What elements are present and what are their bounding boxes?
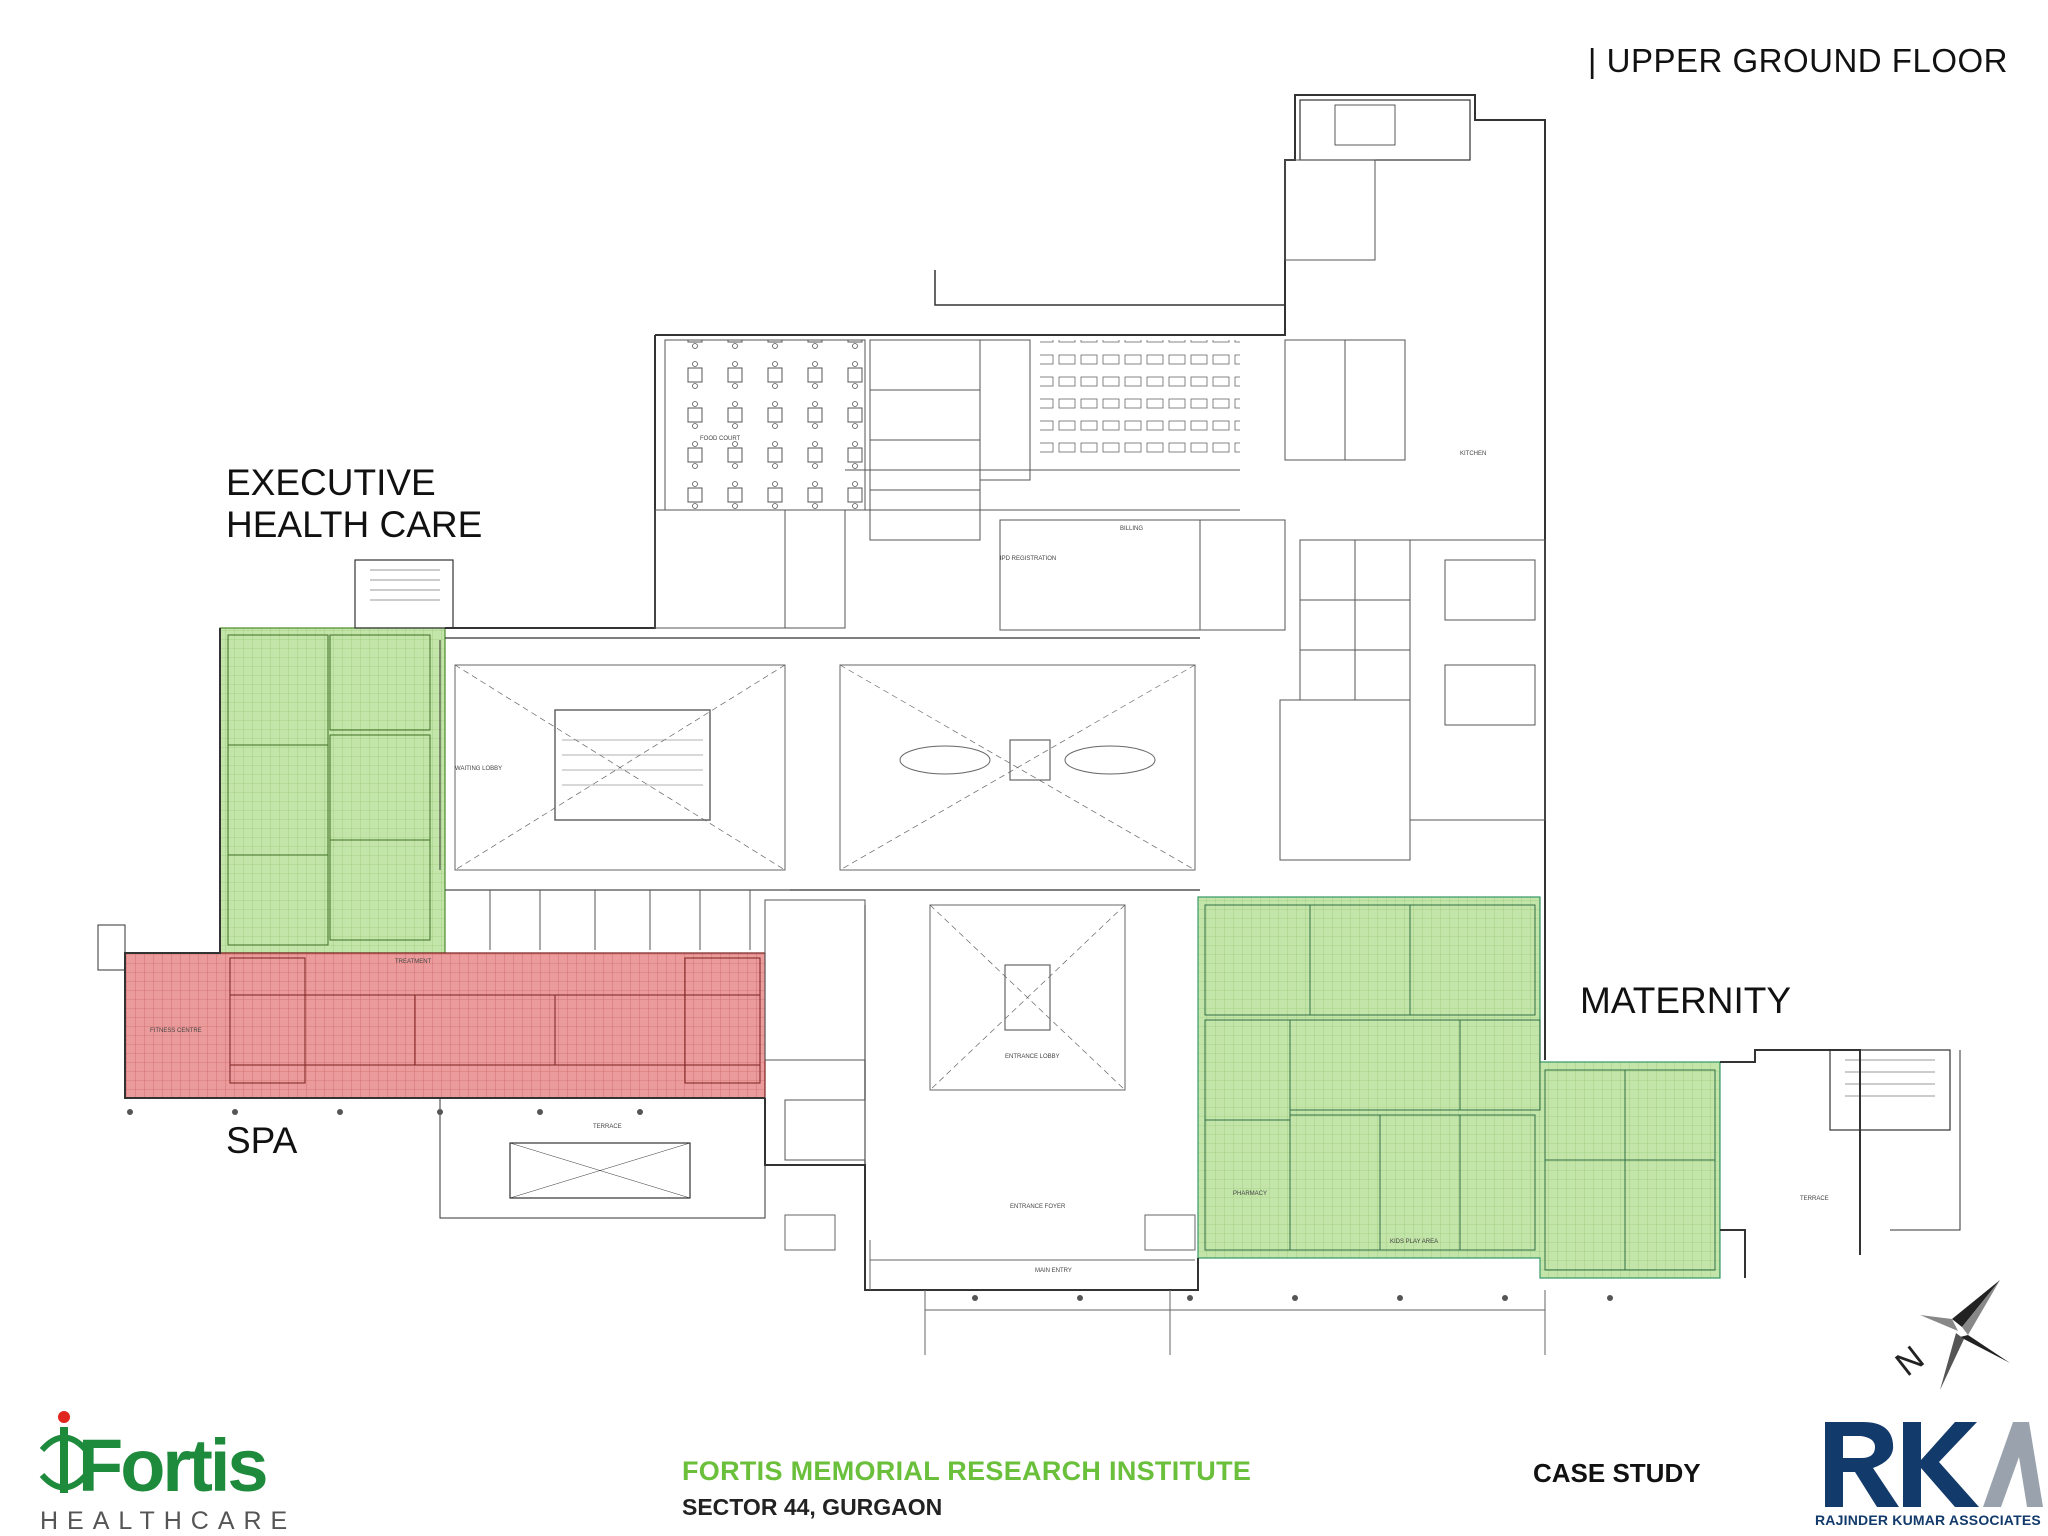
rka-subtitle: RAJINDER KUMAR ASSOCIATES — [1815, 1512, 2041, 1528]
label-pharmacy: PHARMACY — [1233, 1191, 1267, 1197]
floor-title: | UPPER GROUND FLOOR — [1587, 42, 2008, 79]
spa-zone — [124, 952, 766, 1099]
maternity-zone — [1197, 896, 1721, 1279]
north-compass-icon: N — [1889, 1280, 2010, 1390]
rka-logo — [1825, 1422, 2043, 1507]
label-terrace-right: TERRACE — [1800, 1196, 1829, 1202]
north-rooms — [654, 159, 1546, 861]
columns — [127, 1109, 1613, 1301]
label-ipd-registration: IPD REGISTRATION — [1000, 556, 1056, 562]
fortis-wordmark: Fortis — [78, 1424, 269, 1507]
zone-label-maternity: MATERNITY — [1580, 980, 1792, 1021]
spa-rooms — [229, 957, 761, 1084]
zone-label-executive-health-care: EXECUTIVE HEALTH CARE — [226, 462, 483, 545]
maternity-rooms — [1204, 904, 1716, 1271]
label-kids-play-area: KIDS PLAY AREA — [1390, 1239, 1438, 1245]
institute-location: SECTOR 44, GURGAON — [682, 1494, 943, 1520]
label-fitness-centre: FITNESS CENTRE — [150, 1028, 202, 1034]
label-terrace: TERRACE — [593, 1124, 622, 1130]
label-treatment: TREATMENT — [395, 959, 432, 965]
zone-label-spa: SPA — [226, 1120, 298, 1161]
label-billing: BILLING — [1120, 526, 1143, 532]
entrance-area — [784, 1214, 1546, 1355]
building-walls — [97, 94, 1961, 1291]
label-entrance-foyer: ENTRANCE FOYER — [1010, 1204, 1066, 1210]
label-entrance-lobby: ENTRANCE LOBBY — [1005, 1054, 1060, 1060]
fortis-subtitle: HEALTHCARE — [40, 1507, 297, 1535]
office-desks — [1040, 340, 1240, 460]
label-food-court: FOOD COURT — [700, 436, 741, 442]
case-study-label: CASE STUDY — [1533, 1458, 1701, 1488]
floor-plan: FOOD COURT KITCHEN WAITING LOBBY ENTRANC… — [97, 94, 1961, 1355]
executive-rooms — [227, 634, 431, 946]
compass-letter: N — [1889, 1339, 1932, 1384]
label-waiting-lobby: WAITING LOBBY — [455, 766, 502, 772]
label-kitchen: KITCHEN — [1460, 451, 1486, 457]
label-main-entry: MAIN ENTRY — [1035, 1268, 1072, 1274]
fortis-logo — [39, 1411, 89, 1493]
atrium — [454, 664, 1196, 1091]
food-court-tables — [665, 340, 865, 510]
shops — [445, 889, 866, 1161]
institute-name: FORTIS MEMORIAL RESEARCH INSTITUTE — [682, 1456, 1252, 1486]
executive-zone — [219, 627, 446, 954]
